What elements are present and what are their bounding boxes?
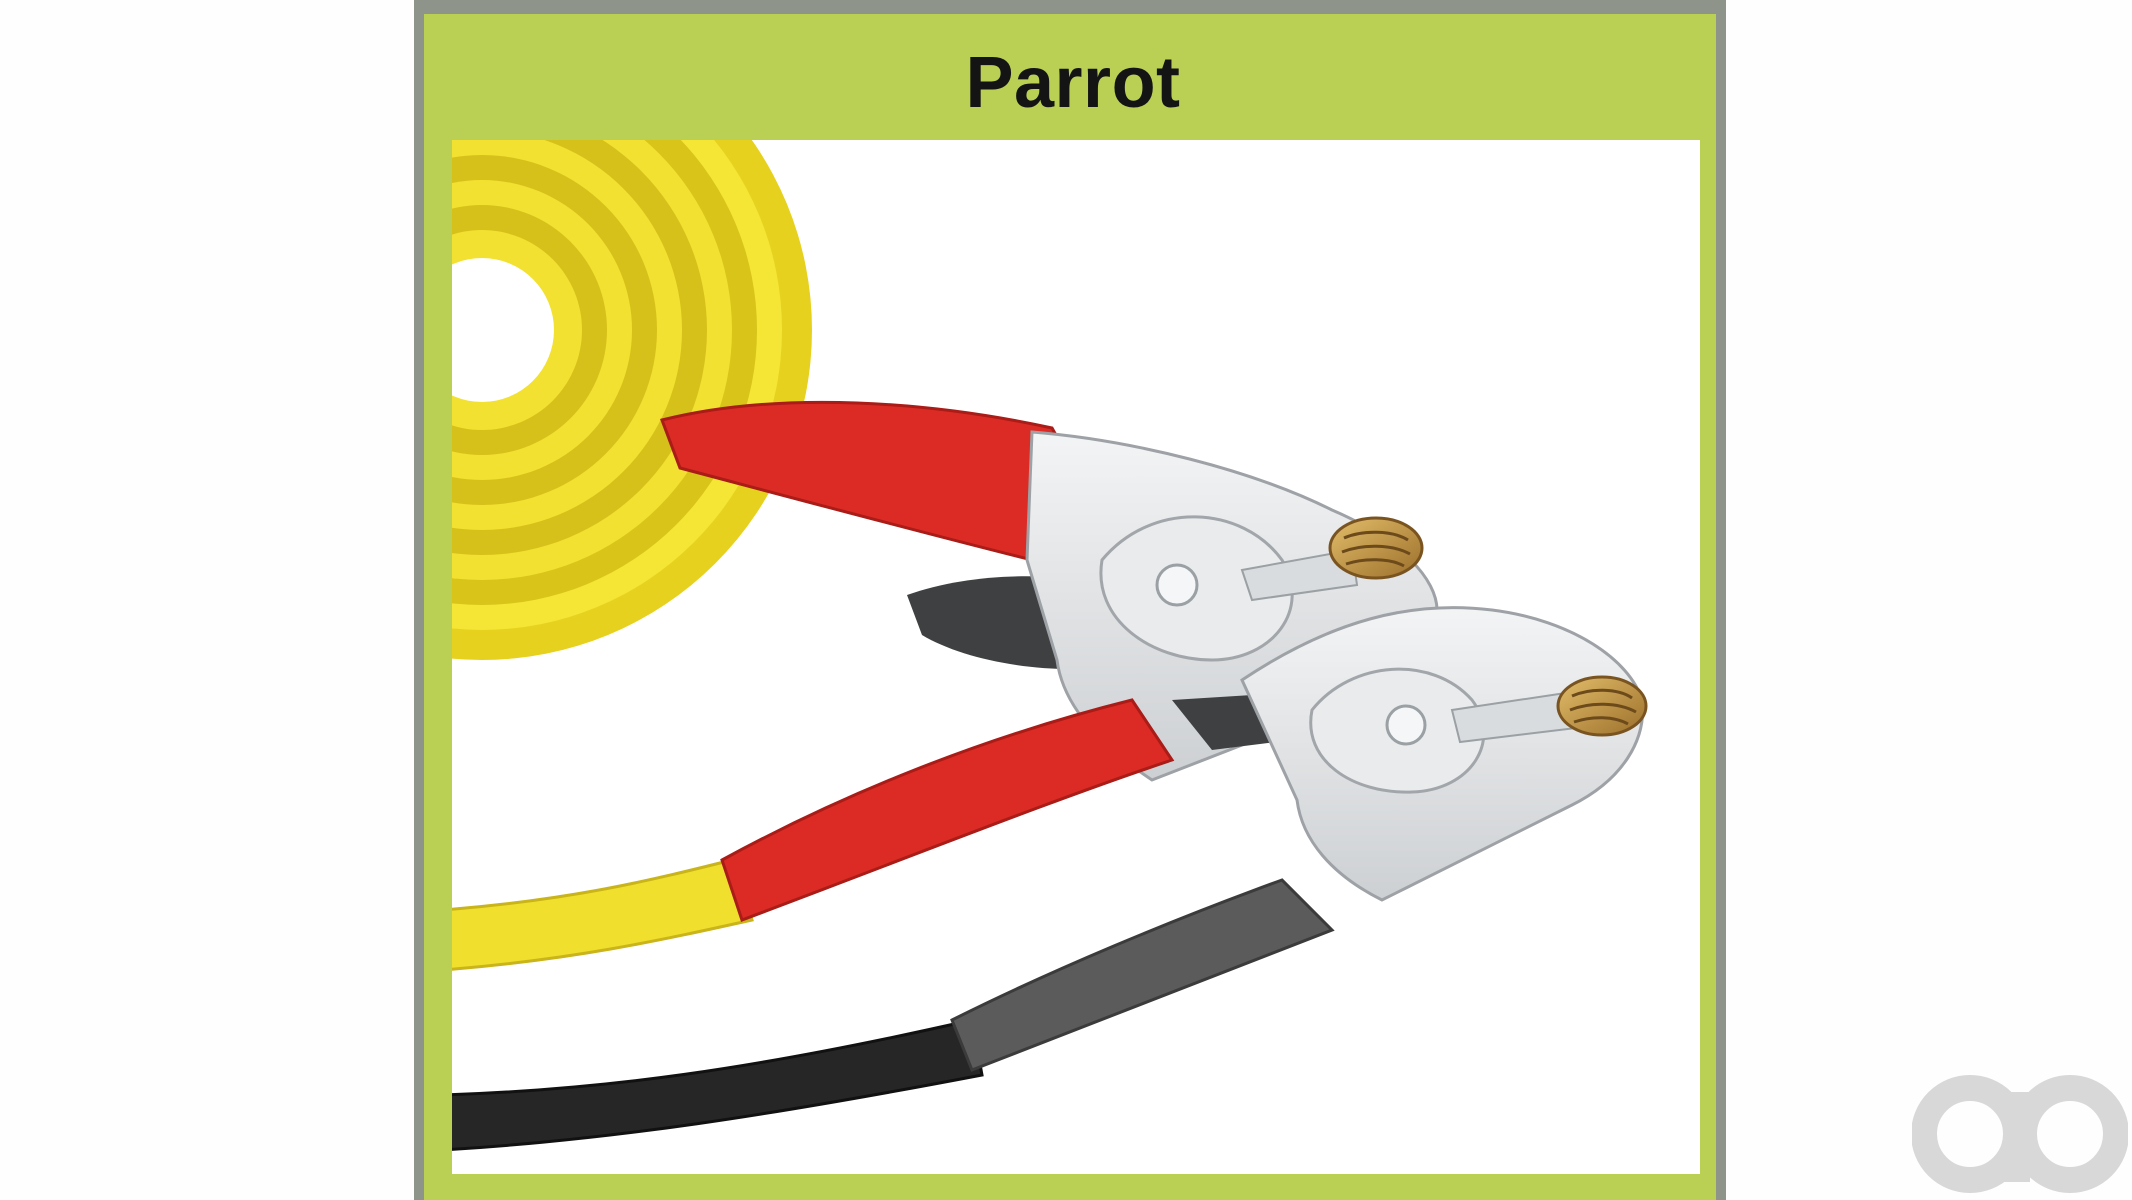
dark-handle [950, 878, 1335, 1072]
clamp-pivot [1155, 563, 1199, 607]
yellow-cable [452, 858, 754, 971]
coil-center [452, 258, 554, 402]
jumper-cables-illustration [452, 140, 1648, 1151]
brass-screw-thread [1341, 530, 1411, 568]
brass-screw-thread [1569, 688, 1637, 726]
clamp-arm [1240, 548, 1359, 602]
brass-screw-icon [1328, 516, 1424, 580]
clamp-pivot [1385, 704, 1427, 746]
cable-coil [452, 140, 812, 660]
title-bar: Parrot [424, 14, 1716, 152]
illustration-panel [452, 140, 1700, 1174]
black-clamp [950, 606, 1648, 1072]
red-clamp [660, 400, 1439, 922]
red-handle-lower [720, 698, 1175, 922]
page-title: Parrot [965, 43, 1181, 123]
black-cable [452, 1018, 984, 1151]
brass-screw-icon [1556, 675, 1648, 737]
brand-logo-icon [1912, 1075, 2128, 1193]
